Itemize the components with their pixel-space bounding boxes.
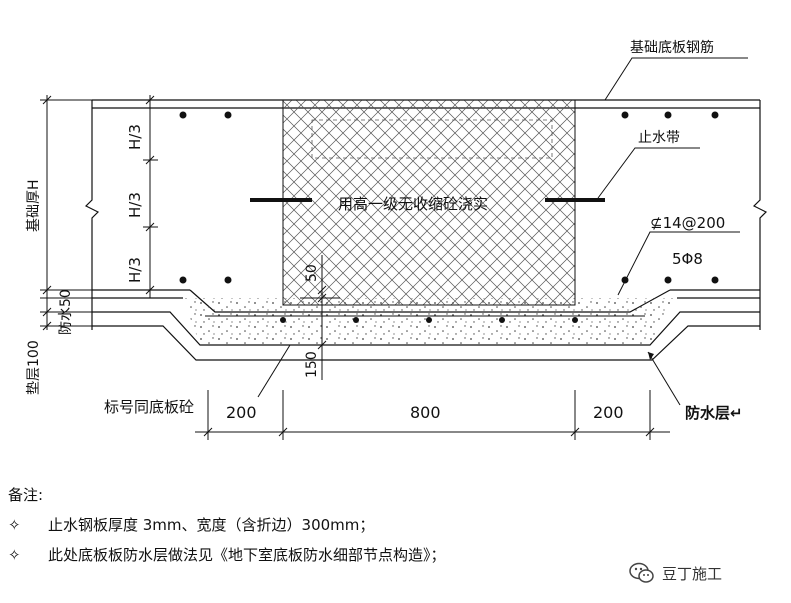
dim-left-label: 200 [226, 403, 257, 422]
dim-right-label: 200 [593, 403, 624, 422]
third-label-mid: H/3 [126, 192, 144, 218]
note-item: ✧ 此处底板板防水层做法见《地下室底板防水细部节点构造》； [8, 540, 648, 570]
inner-dimensions [300, 255, 340, 380]
watermark: 豆丁施工 [628, 558, 778, 588]
watermark-text: 豆丁施工 [662, 564, 723, 583]
notes-section: 备注: ✧ 止水钢板厚度 3mm、宽度（含折边）300mm； ✧ 此处底板板防水层做… [8, 480, 648, 570]
leader-lines [257, 57, 748, 406]
waterstop-label: 止水带 [638, 130, 680, 146]
cushion-label: 垫层100 [26, 340, 42, 395]
dim-mid-label: 800 [410, 403, 441, 422]
rebar-dots [179, 111, 719, 323]
third-label-bottom: H/3 [126, 257, 144, 283]
note-text-2: 此处底板板防水层做法见《地下室底板防水细部节点构造》； [48, 546, 446, 564]
base-thickness-label: 基础厚H [25, 179, 42, 232]
bottom-dimension-chain [195, 390, 670, 440]
wechat-icon [629, 562, 654, 583]
dim-50-label: 50 [304, 264, 320, 282]
third-label-top: H/3 [126, 124, 144, 150]
protect-layer-label: 防水50 [58, 289, 74, 335]
note-text-1: 止水钢板厚度 3mm、宽度（含折边）300mm； [48, 516, 375, 534]
bullet-icon: ✧ [8, 546, 21, 564]
left-dimension-chain [40, 95, 158, 331]
waterproof-layer-label: 防水层↵ [685, 404, 743, 422]
notes-title: 备注: [8, 486, 44, 504]
note-item: ✧ 止水钢板厚度 3mm、宽度（含折边）300mm； [8, 510, 648, 540]
foundation-rebar-label: 基础底板钢筋 [630, 39, 714, 56]
same-grade-label: 标号同底板砼 [104, 398, 194, 416]
fill-note-label: 用高一级无收缩砼浇实 [338, 195, 488, 213]
dim-150-label: 150 [304, 351, 320, 378]
rebar-spec-label: ⊈14@200 [650, 214, 725, 232]
bullet-icon: ✧ [8, 516, 21, 534]
post-pour-fill-zone [282, 99, 576, 306]
fill-note-box [311, 119, 553, 159]
rebar-dist-label: 5Φ8 [672, 250, 703, 268]
post-pour-strip-section-drawing: 基础底板钢筋 止水带 用高一级无收缩砼浇实 ⊈14@200 5Φ8 标号同底板砼… [25, 39, 768, 440]
